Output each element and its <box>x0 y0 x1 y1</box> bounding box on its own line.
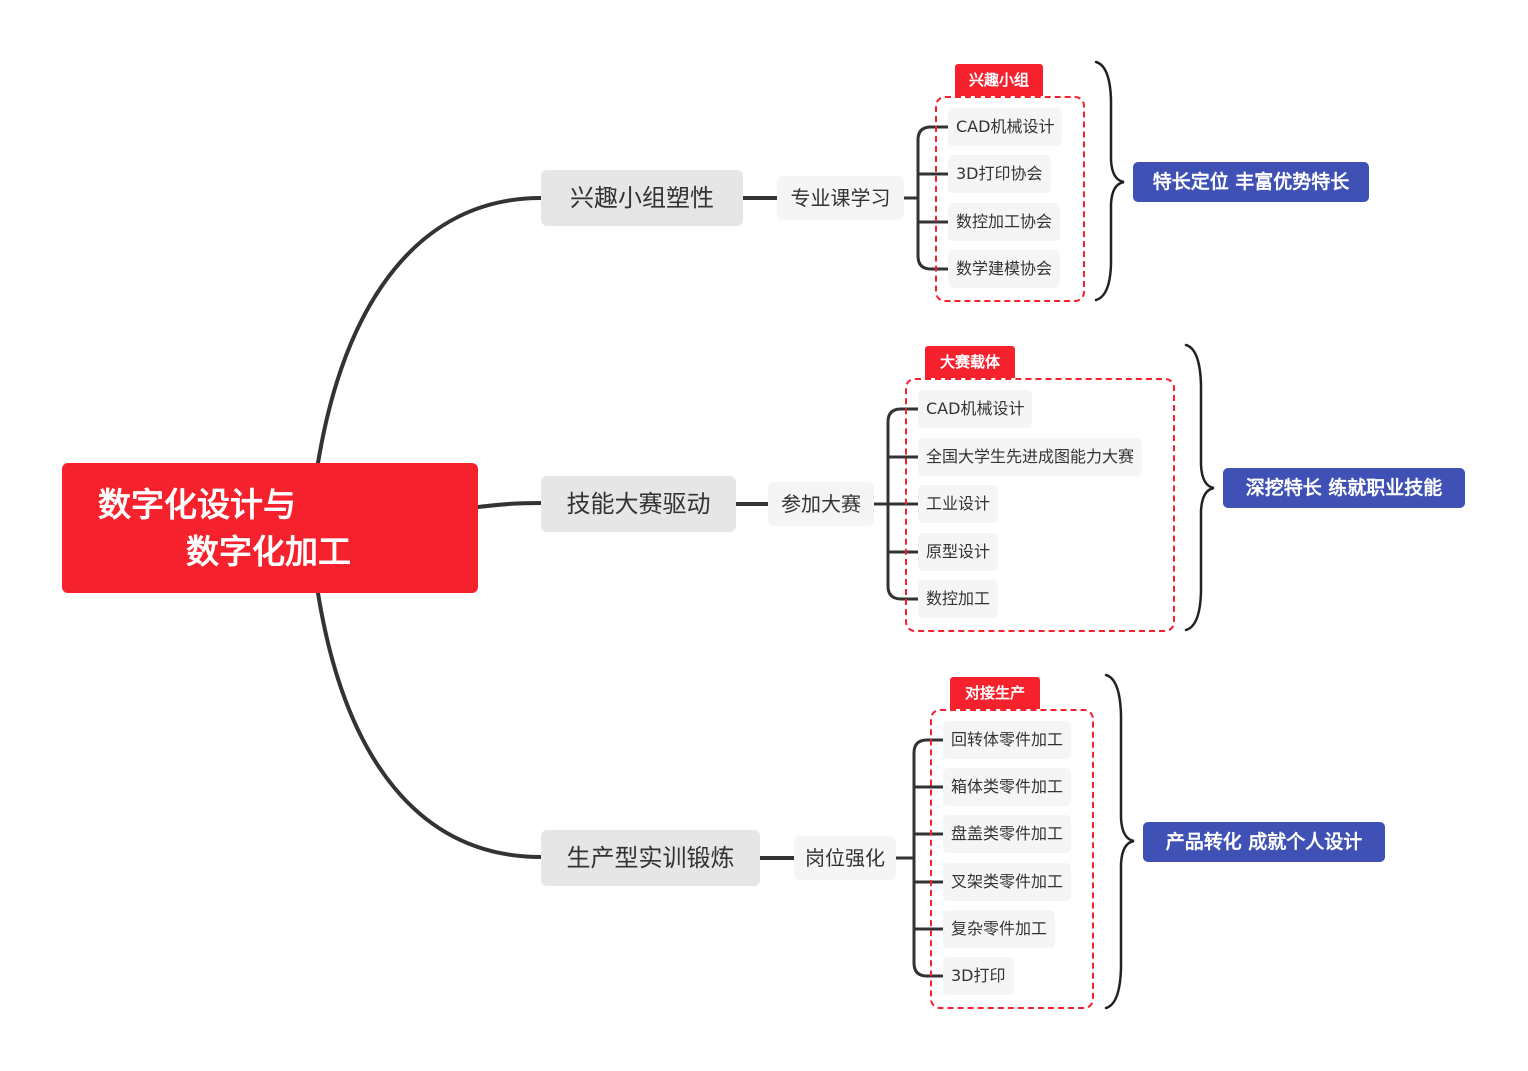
summary-brace-1 <box>1094 60 1125 302</box>
group-tag-3: 对接生产 <box>950 677 1040 709</box>
leaf-2-4[interactable]: 原型设计 <box>918 533 999 571</box>
group-tag-1: 兴趣小组 <box>955 64 1043 96</box>
branch-topic-3[interactable]: 生产型实训锻炼 <box>541 830 760 886</box>
leaf-2-3[interactable]: 工业设计 <box>918 485 999 523</box>
leaf-3-2[interactable]: 箱体类零件加工 <box>943 768 1072 806</box>
leaf-3-3[interactable]: 盘盖类零件加工 <box>943 815 1072 853</box>
leaf-1-2[interactable]: 3D打印协会 <box>948 155 1051 193</box>
subtopic-1[interactable]: 专业课学习 <box>777 176 904 220</box>
group-1-spine <box>916 125 933 271</box>
root-title-line-1: 数字化设计与 <box>98 485 296 524</box>
leaf-2-5[interactable]: 数控加工 <box>918 580 999 618</box>
leaf-3-6[interactable]: 3D打印 <box>943 957 1014 995</box>
leaf-2-1[interactable]: CAD机械设计 <box>918 390 1033 428</box>
group-frame-1 <box>935 96 1085 302</box>
summary-3[interactable]: 产品转化 成就个人设计 <box>1143 822 1385 862</box>
branch-topic-1[interactable]: 兴趣小组塑性 <box>541 170 743 226</box>
root-title-line-2: 数字化加工 <box>186 532 351 571</box>
leaf-1-1[interactable]: CAD机械设计 <box>948 108 1063 146</box>
summary-brace-2 <box>1184 343 1215 632</box>
summary-brace-3 <box>1104 673 1135 1010</box>
subtopic-2[interactable]: 参加大赛 <box>768 482 874 526</box>
summary-2[interactable]: 深挖特长 练就职业技能 <box>1223 468 1465 508</box>
leaf-2-2[interactable]: 全国大学生先进成图能力大赛 <box>918 438 1143 476</box>
branch-topic-2[interactable]: 技能大赛驱动 <box>541 476 736 532</box>
root-to-branch-1-line <box>316 196 543 465</box>
root-to-branch-3-line <box>316 591 543 859</box>
leaf-1-3[interactable]: 数控加工协会 <box>948 203 1061 241</box>
group-frame-2 <box>905 378 1175 632</box>
group-3-spine <box>912 738 929 978</box>
subtopic-3[interactable]: 岗位强化 <box>794 836 896 880</box>
summary-1[interactable]: 特长定位 丰富优势特长 <box>1133 162 1369 202</box>
leaf-3-5[interactable]: 复杂零件加工 <box>943 910 1056 948</box>
leaf-3-1[interactable]: 回转体零件加工 <box>943 721 1072 759</box>
group-frame-3 <box>930 709 1094 1009</box>
root-to-branch-2-line <box>476 501 543 509</box>
root-topic[interactable]: 数字化设计与 数字化加工 <box>62 463 478 593</box>
leaf-1-4[interactable]: 数学建模协会 <box>948 250 1061 288</box>
leaf-3-4[interactable]: 叉架类零件加工 <box>943 863 1072 901</box>
group-tag-2: 大赛载体 <box>925 346 1015 378</box>
